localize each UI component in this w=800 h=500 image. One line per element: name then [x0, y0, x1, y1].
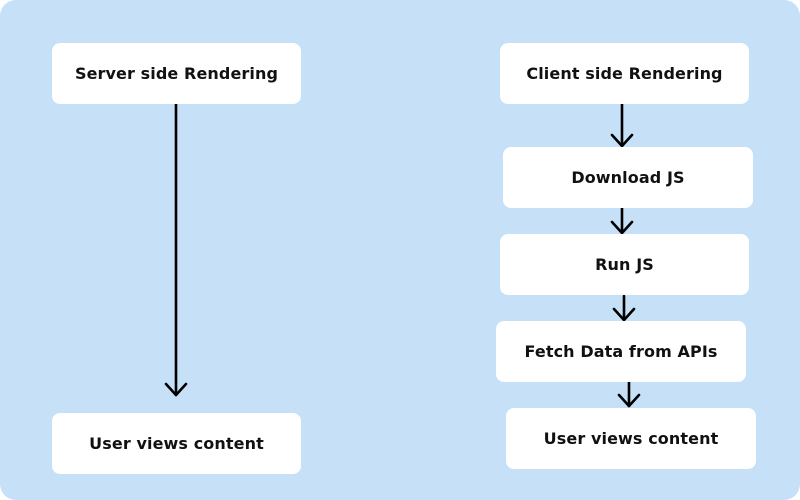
- server-side-rendering-box: Server side Rendering: [52, 43, 301, 104]
- run-js-label: Run JS: [595, 255, 654, 274]
- arrow-run-js-to-fetch-data: [612, 294, 636, 322]
- client-side-rendering-label: Client side Rendering: [526, 64, 723, 83]
- download-js-box: Download JS: [503, 147, 753, 208]
- arrow-fetch-data-to-user-views: [617, 379, 641, 408]
- fetch-data-box: Fetch Data from APIs: [496, 321, 746, 382]
- server-user-views-content-label: User views content: [89, 434, 264, 453]
- fetch-data-label: Fetch Data from APIs: [524, 342, 718, 361]
- run-js-box: Run JS: [500, 234, 749, 295]
- arrow-server-render-to-user-views: [164, 102, 188, 397]
- server-user-views-content-box: User views content: [52, 413, 301, 474]
- arrow-client-render-to-download-js: [610, 102, 634, 148]
- client-user-views-content-box: User views content: [506, 408, 756, 469]
- client-user-views-content-label: User views content: [543, 429, 719, 448]
- server-side-rendering-label: Server side Rendering: [74, 64, 279, 83]
- client-side-rendering-box: Client side Rendering: [500, 43, 749, 104]
- download-js-label: Download JS: [571, 168, 685, 187]
